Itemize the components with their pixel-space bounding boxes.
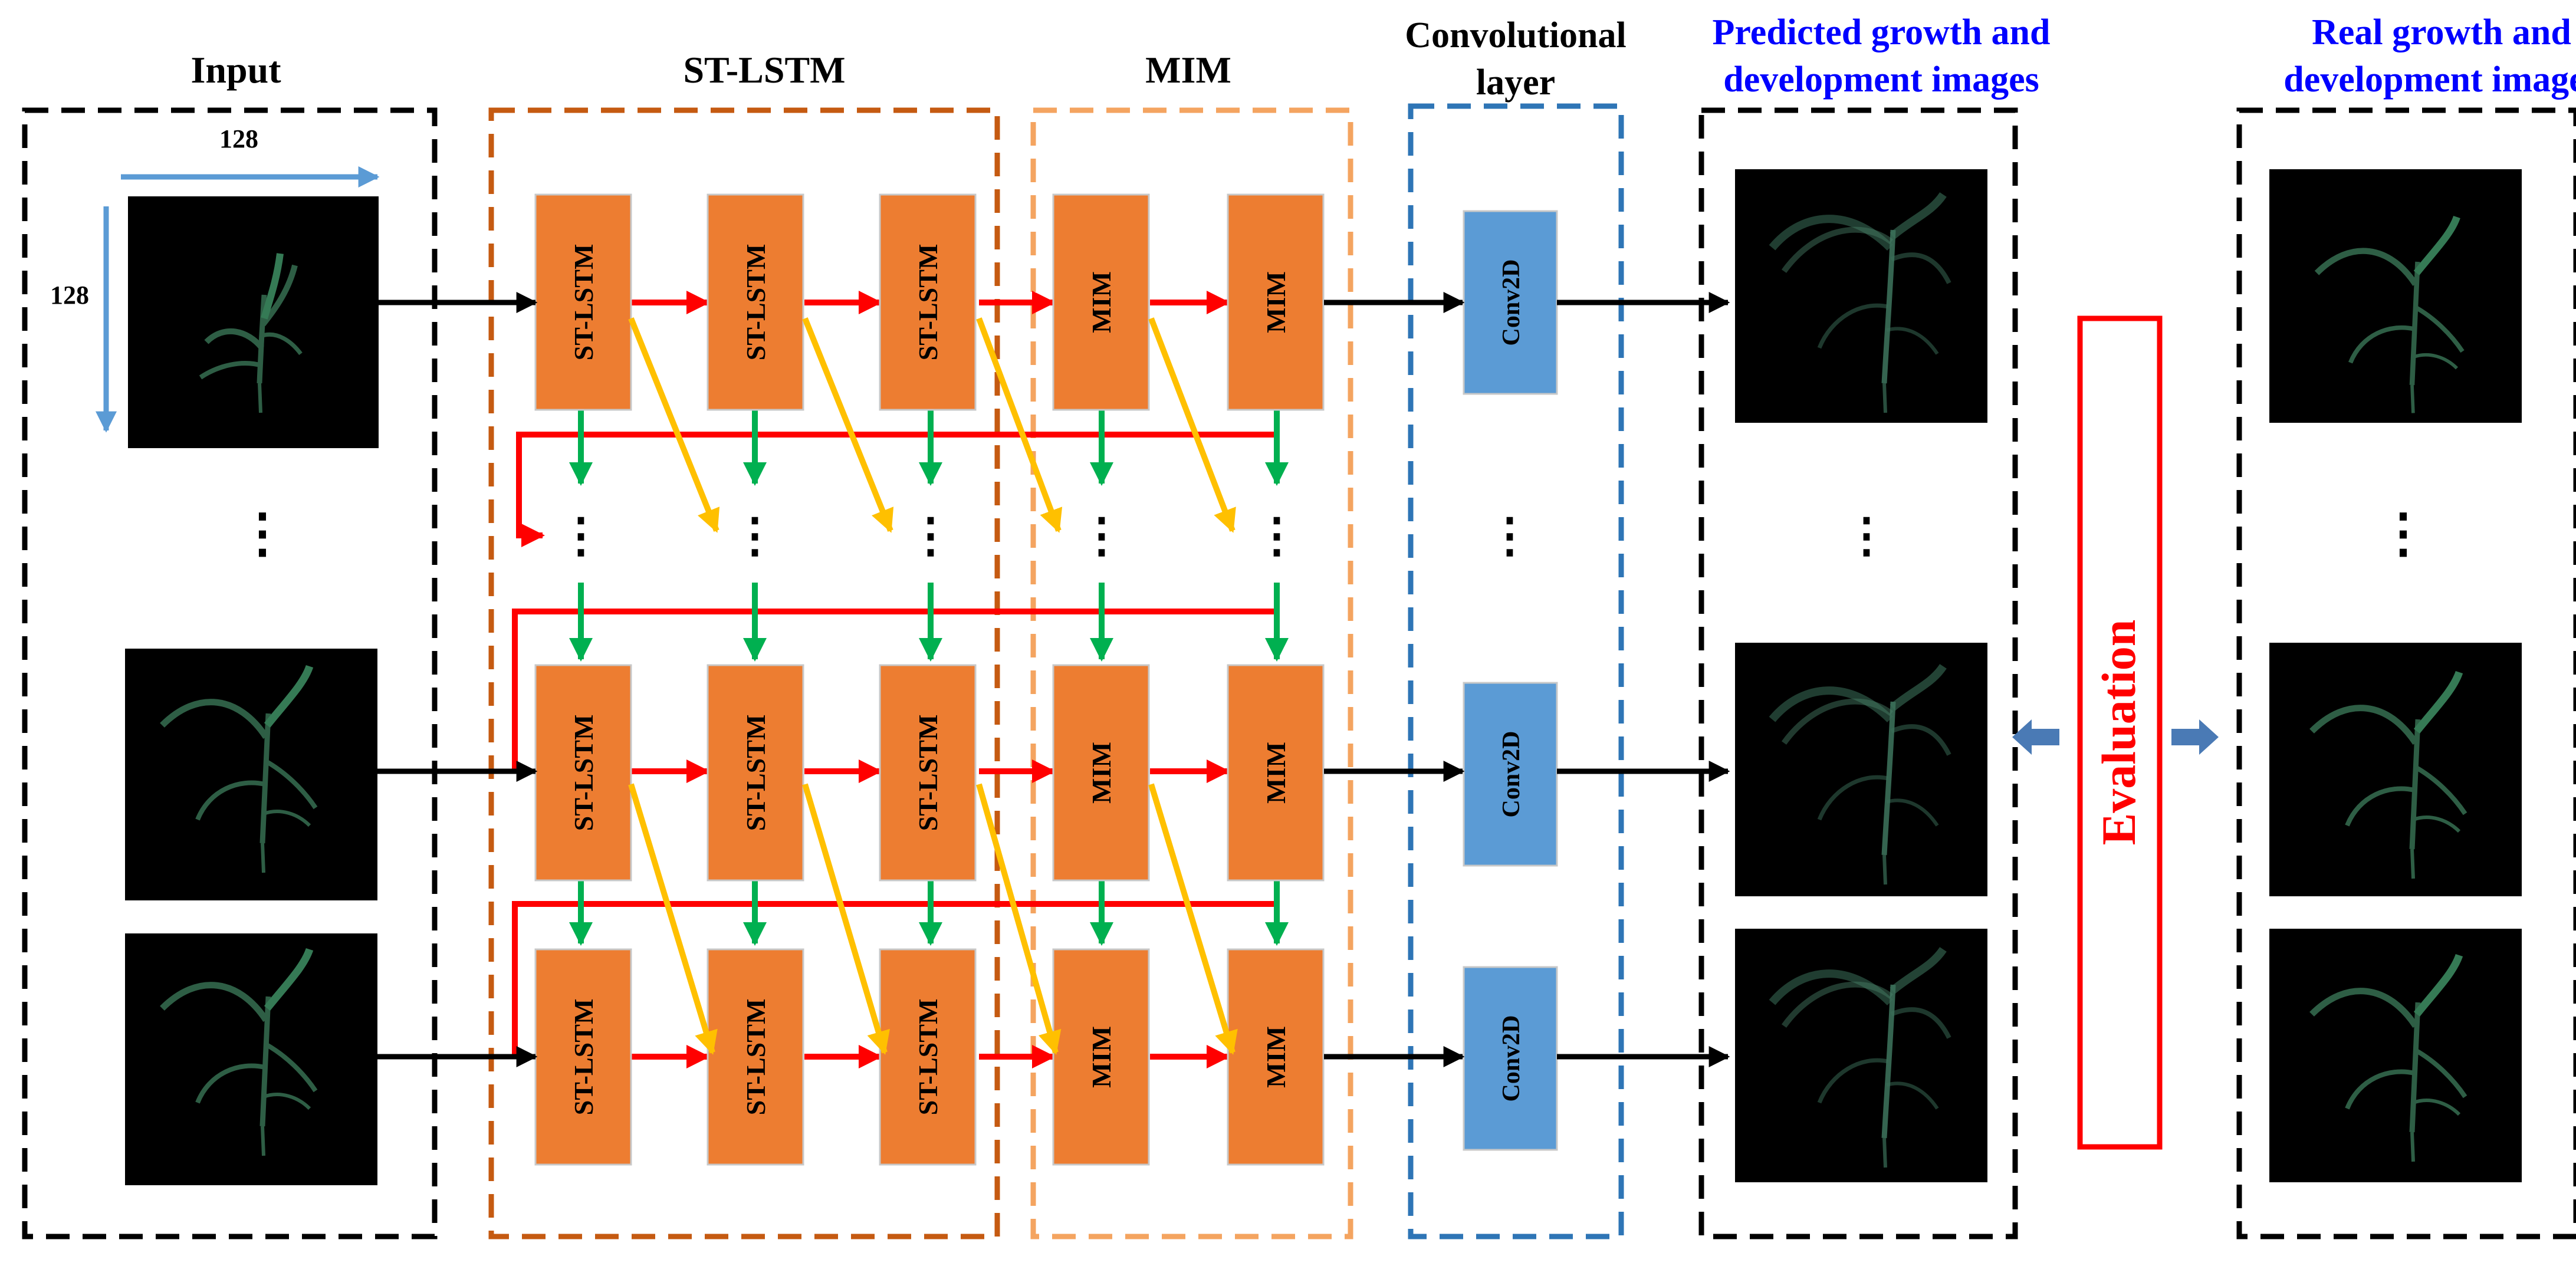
- cell-label: MIM: [1261, 271, 1291, 333]
- real-ellipsis: ⋮: [2377, 505, 2430, 563]
- real-group-border: [2236, 107, 2576, 1239]
- cell-label: ST-LSTM: [741, 244, 771, 361]
- width-dimension-label: 128: [219, 124, 258, 153]
- evaluation-label: Evaluation: [2092, 620, 2145, 846]
- conv2d-block-r3: Conv2D: [1463, 966, 1558, 1151]
- cell-label: ST-LSTM: [569, 715, 599, 831]
- conv2d-block-r1: Conv2D: [1463, 210, 1558, 395]
- conv-layer-header-line1: Convolutional: [1405, 15, 1627, 55]
- cell-grid: ST-LSTM ST-LSTM ST-LSTM MIM MIM Conv2D ST-LSTM…: [534, 193, 1558, 1166]
- data-flow-arrows: [377, 292, 1730, 1067]
- cell-label: MIM: [1086, 742, 1116, 804]
- mim-cell-r1-c5: MIM: [1227, 193, 1325, 411]
- real-images-header-line1: Real growth and: [2312, 12, 2571, 52]
- predicted-group-border: [1698, 107, 2018, 1239]
- memory-loop-line-3: [512, 901, 1274, 1057]
- input-image-1: [128, 196, 379, 448]
- cell-label: MIM: [1086, 1026, 1116, 1088]
- input-group-border: [22, 107, 438, 1239]
- mim-cell-r3-c4: MIM: [1052, 948, 1150, 1166]
- st-lstm-cell-r3-c3: ST-LSTM: [879, 948, 977, 1166]
- input-ellipsis: ⋮: [236, 505, 289, 563]
- real-images-header-line2: development images: [2283, 60, 2576, 100]
- predicted-image-3: [1735, 929, 1987, 1182]
- cell-label: ST-LSTM: [569, 244, 599, 361]
- st-lstm-cell-r1-c1: ST-LSTM: [534, 193, 632, 411]
- conv2d-label: Conv2D: [1498, 1015, 1525, 1101]
- st-lstm-cell-r3-c1: ST-LSTM: [534, 948, 632, 1166]
- cell-ellipsis-1: ⋮: [557, 510, 604, 562]
- hidden-state-arrows: [569, 410, 1289, 946]
- cell-label: MIM: [1086, 271, 1116, 333]
- st-lstm-group-border: [488, 107, 1000, 1239]
- spatiotemporal-memory-arrows: [628, 317, 1238, 1055]
- st-lstm-cell-r1-c3: ST-LSTM: [879, 193, 977, 411]
- input-image-3: [125, 933, 377, 1185]
- st-lstm-cell-r1-c2: ST-LSTM: [707, 193, 804, 411]
- memory-loop-line-2: [512, 609, 1274, 771]
- input-header: Input: [191, 49, 282, 91]
- conv-ellipsis: ⋮: [1486, 510, 1533, 562]
- evaluation-arrow-right: [2171, 719, 2219, 755]
- st-lstm-cell-r2-c1: ST-LSTM: [534, 664, 632, 882]
- predicted-ellipsis: ⋮: [1843, 510, 1890, 562]
- memory-loop-arrow-1: [516, 432, 1274, 547]
- conv-layer-header-line2: layer: [1476, 63, 1555, 103]
- mim-cell-r1-c4: MIM: [1052, 193, 1150, 411]
- predicted-images-header-line2: development images: [1723, 60, 2039, 100]
- mim-cell-r2-c5: MIM: [1227, 664, 1325, 882]
- cell-label: ST-LSTM: [569, 999, 599, 1116]
- mim-cell-r2-c4: MIM: [1052, 664, 1150, 882]
- conv-group-border: [1408, 103, 1624, 1239]
- input-image-2: [125, 649, 377, 900]
- mim-header: MIM: [1145, 49, 1231, 91]
- predicted-image-2: [1735, 643, 1987, 896]
- cell-label: ST-LSTM: [741, 715, 771, 831]
- evaluation-box: Evaluation: [2077, 315, 2163, 1150]
- cell-label: ST-LSTM: [913, 999, 943, 1116]
- evaluation-arrow-left: [2012, 719, 2059, 755]
- cell-ellipsis-3: ⋮: [907, 510, 954, 562]
- predicted-image-1: [1735, 169, 1987, 423]
- st-lstm-cell-r3-c2: ST-LSTM: [707, 948, 804, 1166]
- cell-label: MIM: [1261, 1026, 1291, 1088]
- st-lstm-cell-r2-c2: ST-LSTM: [707, 664, 804, 882]
- cell-ellipsis-2: ⋮: [731, 510, 778, 562]
- predicted-images-header-line1: Predicted growth and: [1713, 12, 2051, 52]
- cell-label: ST-LSTM: [913, 244, 943, 361]
- cell-ellipsis-5: ⋮: [1253, 510, 1300, 562]
- cell-label: ST-LSTM: [741, 999, 771, 1116]
- st-lstm-header: ST-LSTM: [683, 49, 845, 91]
- conv2d-block-r2: Conv2D: [1463, 682, 1558, 867]
- real-image-1: [2269, 169, 2522, 423]
- mim-group-border: [1030, 107, 1353, 1239]
- real-image-2: [2269, 643, 2522, 896]
- conv2d-label: Conv2D: [1498, 259, 1525, 346]
- st-lstm-cell-r2-c3: ST-LSTM: [879, 664, 977, 882]
- height-dimension-label: 128: [50, 281, 89, 310]
- conv2d-label: Conv2D: [1498, 731, 1525, 817]
- cell-label: ST-LSTM: [913, 715, 943, 831]
- mim-cell-r3-c5: MIM: [1227, 948, 1325, 1166]
- cell-label: MIM: [1261, 742, 1291, 804]
- real-image-3: [2269, 929, 2522, 1182]
- cell-ellipsis-4: ⋮: [1078, 510, 1125, 562]
